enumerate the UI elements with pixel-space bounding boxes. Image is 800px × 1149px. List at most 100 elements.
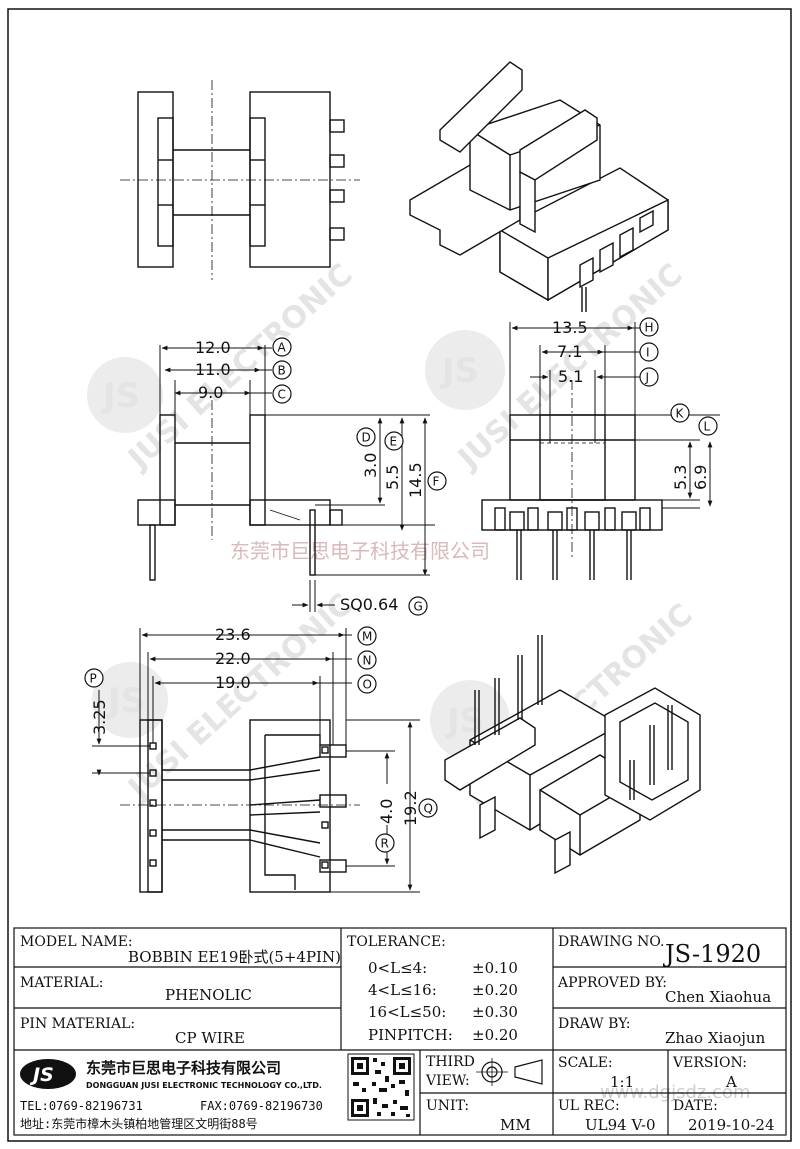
- marker-j: J: [639, 367, 659, 387]
- svg-text:I: I: [646, 346, 650, 360]
- marker-r: R: [375, 833, 395, 853]
- dim-d-value: 3.0: [361, 453, 380, 478]
- dim-q-value: 19.2: [401, 790, 420, 826]
- svg-text:B: B: [278, 364, 286, 378]
- pin-material-value: CP WIRE: [175, 1029, 245, 1047]
- svg-text:E: E: [390, 435, 398, 449]
- svg-text:O: O: [363, 678, 372, 692]
- dim-n-value: 22.0: [215, 649, 251, 668]
- svg-text:F: F: [433, 475, 440, 489]
- drawing-no-label: DRAWING NO.: [558, 934, 664, 950]
- marker-d: D: [356, 427, 376, 447]
- material-label: MATERIAL:: [20, 975, 103, 991]
- svg-text:L: L: [704, 420, 711, 434]
- tolerance-range-3: 16<L≤50:: [368, 1003, 446, 1021]
- drawing-no-value: JS-1920: [662, 940, 761, 968]
- marker-p: P: [84, 668, 104, 688]
- svg-text:J: J: [645, 371, 650, 385]
- svg-text:N: N: [363, 654, 372, 668]
- dimension-group-abc: [159, 345, 272, 415]
- marker-o: O: [357, 674, 377, 694]
- watermark-logo: JS: [445, 701, 484, 741]
- reference-markers: A B C D E F G H I J K L M N O P Q R: [84, 317, 718, 853]
- svg-text:JS: JS: [29, 1064, 54, 1086]
- marker-f: F: [427, 471, 447, 491]
- svg-text:P: P: [90, 672, 97, 686]
- company-name-cn: 东莞市巨思电子科技有限公司: [86, 1059, 281, 1077]
- version-value: A: [725, 1073, 737, 1091]
- watermark-logo: JS: [440, 351, 479, 391]
- watermark-logo: JS: [106, 681, 145, 721]
- company-address: 地址:东莞市樟木头镇柏地管理区文明街88号: [20, 1116, 258, 1131]
- dim-e-value: 5.5: [383, 465, 402, 490]
- marker-q: Q: [418, 798, 438, 818]
- svg-text:G: G: [414, 600, 423, 614]
- model-name-label: MODEL NAME:: [20, 934, 133, 950]
- isometric-view-top: [409, 61, 669, 312]
- dim-f-value: 14.5: [406, 462, 425, 498]
- company-tel: TEL:0769-82196731: [20, 1099, 143, 1113]
- isometric-view-bottom: [444, 635, 701, 875]
- svg-text:D: D: [362, 431, 371, 445]
- marker-i: I: [639, 342, 659, 362]
- svg-text:R: R: [381, 837, 389, 851]
- dim-o-value: 19.0: [215, 673, 251, 692]
- company-logo: JS: [20, 1059, 76, 1089]
- draw-by-label: DRAW BY:: [558, 1016, 630, 1032]
- version-label: VERSION:: [672, 1055, 747, 1071]
- svg-text:K: K: [676, 407, 685, 421]
- svg-text:C: C: [278, 388, 286, 402]
- tolerance-value-2: ±0.20: [472, 981, 518, 999]
- bottom-view: [120, 719, 360, 893]
- tolerance-range-4: PINPITCH:: [368, 1026, 453, 1044]
- date-label: DATE:: [673, 1098, 718, 1114]
- tolerance-value-1: ±0.10: [472, 959, 518, 977]
- svg-text:H: H: [645, 321, 654, 335]
- pin-material-label: PIN MATERIAL:: [20, 1016, 135, 1032]
- company-name-en: DONGGUAN JUSI ELECTRONIC TECHNOLOGY CO.,…: [86, 1081, 322, 1090]
- marker-k: K: [670, 403, 690, 423]
- dimension-group-rq: [330, 719, 420, 893]
- tolerance-value-4: ±0.20: [472, 1026, 518, 1044]
- dimension-group-kl: [635, 414, 720, 509]
- drawing-frame: [7, 8, 792, 1142]
- dim-g-value: SQ0.64: [340, 595, 398, 614]
- ul-rec-value: UL94 V-0: [585, 1116, 656, 1134]
- front-view: [481, 380, 663, 580]
- marker-n: N: [357, 650, 377, 670]
- unit-label: UNIT:: [426, 1098, 469, 1114]
- material-value: PHENOLIC: [165, 986, 252, 1004]
- qr-code-icon: [347, 1053, 415, 1121]
- title-block: [13, 927, 787, 1136]
- dimension-group-hij: [509, 322, 640, 443]
- marker-c: C: [272, 384, 292, 404]
- draw-by-value: Zhao Xiaojun: [665, 1029, 766, 1047]
- marker-h: H: [639, 317, 659, 337]
- third-angle-projection-icon: [476, 1058, 543, 1086]
- marker-a: A: [272, 337, 292, 357]
- dim-p-value: 3.25: [90, 699, 109, 735]
- watermark-text: JUSI ELECTRONIC: [120, 257, 359, 477]
- scale-label: SCALE:: [558, 1055, 613, 1071]
- unit-value: MM: [500, 1116, 531, 1134]
- third-view-label-line1: THIRD: [426, 1054, 475, 1070]
- svg-text:A: A: [278, 341, 287, 355]
- dim-j-value: 5.1: [558, 367, 583, 386]
- dim-h-value: 13.5: [552, 318, 588, 337]
- dim-m-value: 23.6: [215, 625, 251, 644]
- dim-i-value: 7.1: [557, 342, 582, 361]
- dim-l-value: 6.9: [691, 465, 710, 490]
- dimension-group-mno: [139, 628, 352, 745]
- marker-g: G: [408, 596, 428, 616]
- scale-value: 1:1: [610, 1073, 634, 1091]
- svg-text:Q: Q: [424, 802, 433, 816]
- dim-b-value: 11.0: [195, 360, 231, 379]
- tolerance-range-2: 4<L≤16:: [368, 981, 437, 999]
- tolerance-value-3: ±0.30: [472, 1003, 518, 1021]
- model-name-value: BOBBIN EE19卧式(5+4PIN): [128, 948, 341, 966]
- marker-e: E: [384, 431, 404, 451]
- company-fax: FAX:0769-82196730: [200, 1099, 323, 1113]
- tolerance-range-1: 0<L≤4:: [368, 959, 427, 977]
- dimension-group-p: [92, 690, 150, 776]
